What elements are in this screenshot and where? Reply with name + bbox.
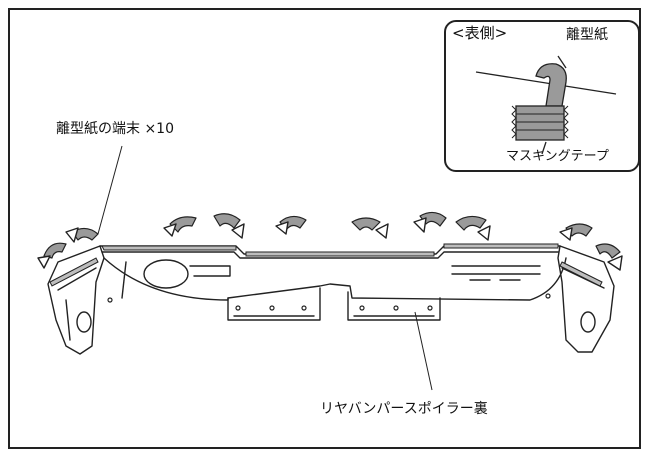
tape-detail-drawing (475, 55, 617, 155)
rear-bumper-spoiler-back-label: リヤバンパースポイラー裏 (320, 401, 488, 417)
masking-tape-label: マスキングテープ (506, 149, 609, 164)
release-paper-label: 離型紙 (566, 27, 608, 43)
release-paper-ends-label: 離型紙の端末 ×10 (56, 121, 174, 137)
inset-front-side: <表側> 離型紙 マスキングテープ (444, 20, 640, 172)
inset-title: <表側> (452, 24, 508, 42)
